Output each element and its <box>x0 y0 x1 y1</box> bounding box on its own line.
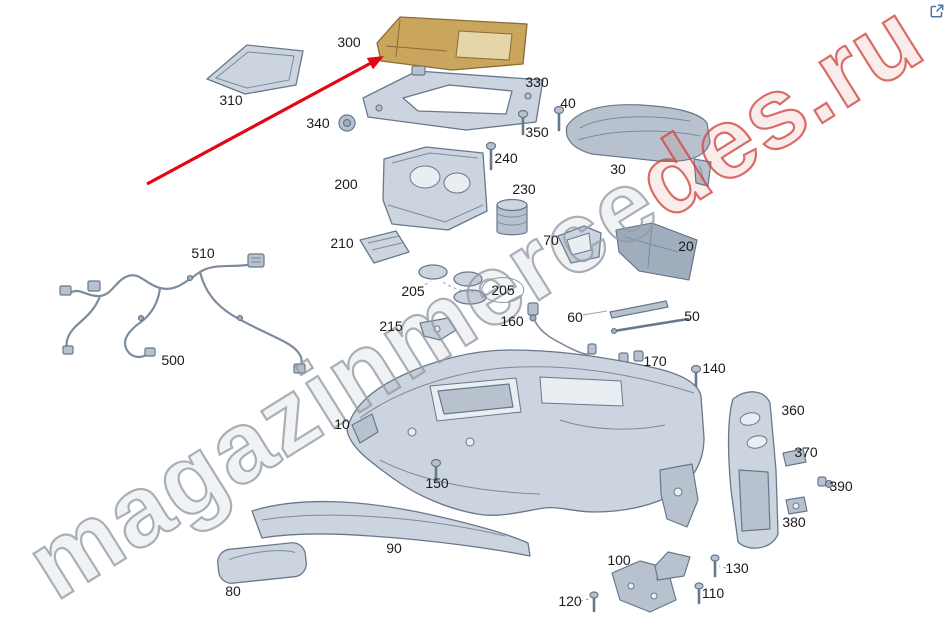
part-label-205[interactable]: 205 <box>401 283 425 299</box>
part-80-pad[interactable] <box>216 541 307 584</box>
part-label-120[interactable]: 120 <box>558 593 582 609</box>
part-90-sill-trim[interactable] <box>251 500 531 557</box>
part-40-screw[interactable] <box>553 105 565 132</box>
part-210-tray[interactable] <box>359 230 410 264</box>
part-label-100[interactable]: 100 <box>607 552 631 568</box>
part-label-370[interactable]: 370 <box>794 444 818 460</box>
part-label-150[interactable]: 150 <box>425 475 449 491</box>
part-390-clip[interactable] <box>817 476 834 489</box>
part-30-armrest-lid[interactable] <box>565 104 712 187</box>
part-label-90[interactable]: 90 <box>386 540 402 556</box>
part-label-380[interactable]: 380 <box>782 514 806 530</box>
part-label-80[interactable]: 80 <box>225 583 241 599</box>
part-label-310[interactable]: 310 <box>219 92 243 108</box>
part-label-510[interactable]: 510 <box>191 245 215 261</box>
part-label-20[interactable]: 20 <box>678 238 694 254</box>
part-300-trim-panel-highlighted[interactable] <box>376 16 528 71</box>
part-label-500[interactable]: 500 <box>161 352 185 368</box>
part-label-50[interactable]: 50 <box>684 308 700 324</box>
part-205-rubber-mats[interactable] <box>418 264 487 305</box>
part-510-connector[interactable] <box>247 253 265 268</box>
part-label-10[interactable]: 10 <box>334 416 350 432</box>
part-label-130[interactable]: 130 <box>725 560 749 576</box>
part-350-screw[interactable] <box>517 109 529 136</box>
part-230-cup-insert[interactable] <box>496 198 528 236</box>
part-label-300[interactable]: 300 <box>337 34 361 50</box>
part-label-200[interactable]: 200 <box>334 176 358 192</box>
part-label-170[interactable]: 170 <box>643 353 667 369</box>
part-label-160[interactable]: 160 <box>500 313 524 329</box>
part-label-360[interactable]: 360 <box>781 402 805 418</box>
part-label-330[interactable]: 330 <box>525 74 549 90</box>
part-label-60[interactable]: 60 <box>567 309 583 325</box>
part-120-screw[interactable] <box>579 591 599 613</box>
part-label-140[interactable]: 140 <box>702 360 726 376</box>
part-20-side-panel[interactable] <box>615 222 698 281</box>
part-150-screw[interactable] <box>430 458 442 482</box>
part-240-screw[interactable] <box>485 141 497 171</box>
part-label-350[interactable]: 350 <box>525 124 549 140</box>
part-160-switch[interactable] <box>527 302 597 355</box>
part-label-70[interactable]: 70 <box>543 232 559 248</box>
part-380-bracket[interactable] <box>785 496 808 515</box>
part-130-screw[interactable] <box>710 554 727 578</box>
part-label-40[interactable]: 40 <box>560 95 576 111</box>
part-label-210[interactable]: 210 <box>330 235 354 251</box>
part-label-340[interactable]: 340 <box>306 115 330 131</box>
part-60-trim-strip[interactable] <box>582 300 669 319</box>
part-label-110[interactable]: 110 <box>701 585 725 601</box>
part-110-screw[interactable] <box>694 582 704 605</box>
part-215-bracket[interactable] <box>419 317 457 341</box>
part-100-rear-bracket[interactable] <box>611 551 691 613</box>
part-label-30[interactable]: 30 <box>610 161 626 177</box>
part-label-390[interactable]: 390 <box>829 478 853 494</box>
open-in-new-window-icon[interactable] <box>929 3 945 24</box>
part-label-240[interactable]: 240 <box>494 150 518 166</box>
part-label-215[interactable]: 215 <box>379 318 403 334</box>
part-370-switch-trim[interactable] <box>782 448 807 467</box>
part-200-cupholder-frame[interactable] <box>382 146 488 231</box>
part-500-wiring-harness[interactable] <box>59 261 306 374</box>
part-label-205[interactable]: 205 <box>481 277 525 303</box>
part-70-storage-box[interactable] <box>557 225 602 264</box>
part-360-rear-panel[interactable] <box>727 391 779 549</box>
part-label-230[interactable]: 230 <box>512 181 536 197</box>
part-50-rod[interactable] <box>610 317 690 335</box>
